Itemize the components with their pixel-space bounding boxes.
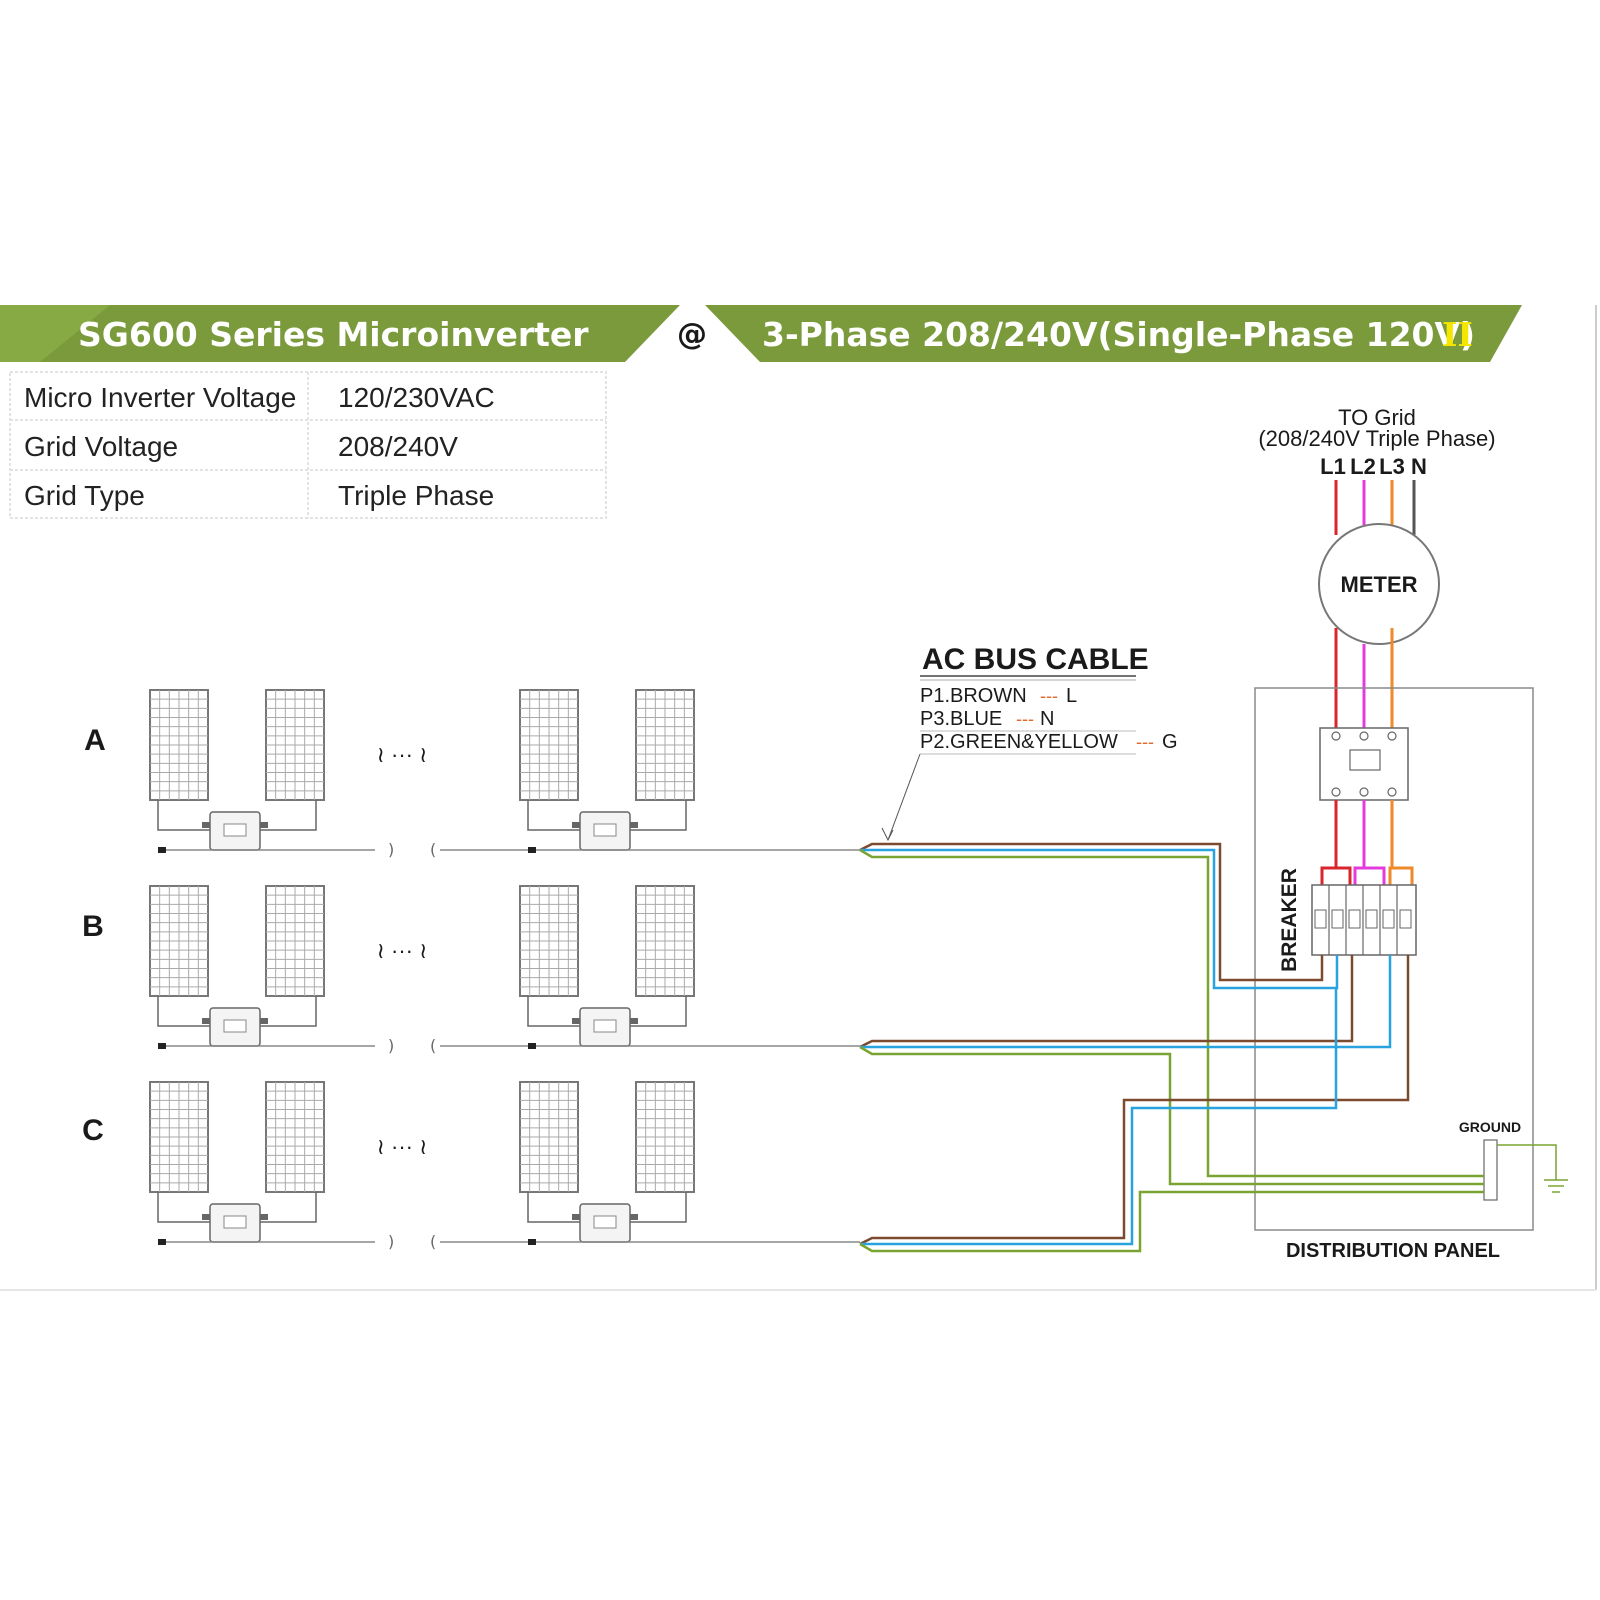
legend-wire-brown: P1.BROWN xyxy=(920,685,1027,707)
string-c-green xyxy=(859,1190,1484,1253)
microinverter xyxy=(202,811,268,851)
svg-text:): ) xyxy=(388,840,394,859)
bus-cable-title: AC BUS CABLE xyxy=(922,643,1149,676)
solar-panel xyxy=(149,885,209,997)
bus-cable-legend: AC BUS CABLE P1.BROWN --- L P3.BLUE --- … xyxy=(881,643,1178,842)
string-b-brown xyxy=(859,955,1354,1049)
string-label-a: A xyxy=(84,724,106,757)
string-a-brown xyxy=(859,842,1324,982)
legend-term-green: G xyxy=(1162,731,1178,753)
grid-line-l1: L1 xyxy=(1320,454,1346,479)
string-c-ellipsis: ≀ ··· ≀ xyxy=(377,1134,428,1159)
header-left-shape xyxy=(0,305,680,362)
string-a-blue xyxy=(860,848,1339,990)
spec-value-grid-type: Triple Phase xyxy=(338,480,494,511)
solar-panel xyxy=(519,885,579,997)
header-right-shape xyxy=(705,305,1522,362)
legend-wire-blue: P3.BLUE xyxy=(920,708,1002,730)
header-band: SG600 Series Microinverter @ 3-Phase 208… xyxy=(0,305,1522,362)
solar-panel xyxy=(635,885,695,997)
legend-term-blue: N xyxy=(1040,708,1054,730)
spec-value-grid-voltage: 208/240V xyxy=(338,431,458,462)
string-a-ellipsis: ≀ ··· ≀ xyxy=(377,742,428,767)
grid-subtitle: (208/240V Triple Phase) xyxy=(1258,426,1495,451)
distribution-panel: DISTRIBUTION PANEL xyxy=(1254,687,1568,1262)
spec-value-voltage: 120/230VAC xyxy=(338,382,495,413)
string-b-blue xyxy=(860,955,1392,1049)
grid-line-l3: L3 xyxy=(1379,454,1405,479)
string-b-green xyxy=(859,1045,1484,1186)
spec-label-grid-type: Grid Type xyxy=(24,480,145,511)
solar-panel xyxy=(149,1081,209,1193)
legend-wire-green: P2.GREEN&YELLOW xyxy=(920,731,1118,753)
ground-label: GROUND xyxy=(1459,1119,1521,1135)
header-right-suffix: II xyxy=(1442,315,1473,354)
string-row-a: )( xyxy=(149,689,860,859)
string-b-ellipsis: ≀ ··· ≀ xyxy=(377,938,428,963)
solar-panel xyxy=(519,689,579,801)
string-c-brown xyxy=(859,955,1410,1246)
breaker-label: BREAKER xyxy=(1278,868,1301,972)
spec-table: Micro Inverter Voltage 120/230VAC Grid V… xyxy=(9,371,607,519)
header-separator: @ xyxy=(677,317,707,352)
solar-panel xyxy=(519,1081,579,1193)
svg-text:(: ( xyxy=(430,1232,436,1251)
string-c-blue xyxy=(860,988,1338,1246)
bus-cable-routing xyxy=(859,842,1484,1253)
breaker-block xyxy=(1311,884,1417,956)
legend-dash-blue: --- xyxy=(1016,709,1034,729)
string-label-c: C xyxy=(82,1114,104,1147)
microinverter xyxy=(202,1007,268,1047)
header-left-accent xyxy=(0,305,110,362)
string-label-b: B xyxy=(82,910,104,943)
legend-dash-brown: --- xyxy=(1040,686,1058,706)
legend-dash-green: --- xyxy=(1136,732,1154,752)
string-row-b: )( xyxy=(149,885,860,1055)
grid-line-l2: L2 xyxy=(1350,454,1376,479)
string-row-c: )( xyxy=(149,1081,860,1251)
solar-panel xyxy=(265,689,325,801)
grid-line-n: N xyxy=(1411,454,1427,479)
solar-panel xyxy=(265,885,325,997)
grid-title: TO Grid xyxy=(1338,405,1416,430)
solar-panel xyxy=(635,1081,695,1193)
microinverter xyxy=(572,1007,638,1047)
svg-text:(: ( xyxy=(430,1036,436,1055)
solar-panel xyxy=(265,1081,325,1193)
legend-term-brown: L xyxy=(1066,685,1077,707)
svg-text:): ) xyxy=(388,1036,394,1055)
meter-label: METER xyxy=(1341,572,1418,597)
microinverter xyxy=(202,1203,268,1243)
string-a-green xyxy=(859,848,1484,1178)
ground-bar xyxy=(1483,1139,1498,1201)
svg-text:): ) xyxy=(388,1232,394,1251)
panel-label: DISTRIBUTION PANEL xyxy=(1286,1240,1500,1262)
header-right-title: 3-Phase 208/240V(Single-Phase 120V) xyxy=(762,315,1475,354)
spec-label-grid-voltage: Grid Voltage xyxy=(24,431,178,462)
solar-panel xyxy=(149,689,209,801)
meter xyxy=(1318,523,1440,645)
pv-strings: )()()( xyxy=(149,689,860,1251)
grid-connection: TO Grid (208/240V Triple Phase) L1 L2 L3… xyxy=(1258,405,1496,728)
microinverter xyxy=(572,1203,638,1243)
microinverter xyxy=(572,811,638,851)
spec-label-voltage: Micro Inverter Voltage xyxy=(24,382,296,413)
header-left-title: SG600 Series Microinverter xyxy=(78,315,589,354)
svg-text:(: ( xyxy=(430,840,436,859)
solar-panel xyxy=(635,689,695,801)
